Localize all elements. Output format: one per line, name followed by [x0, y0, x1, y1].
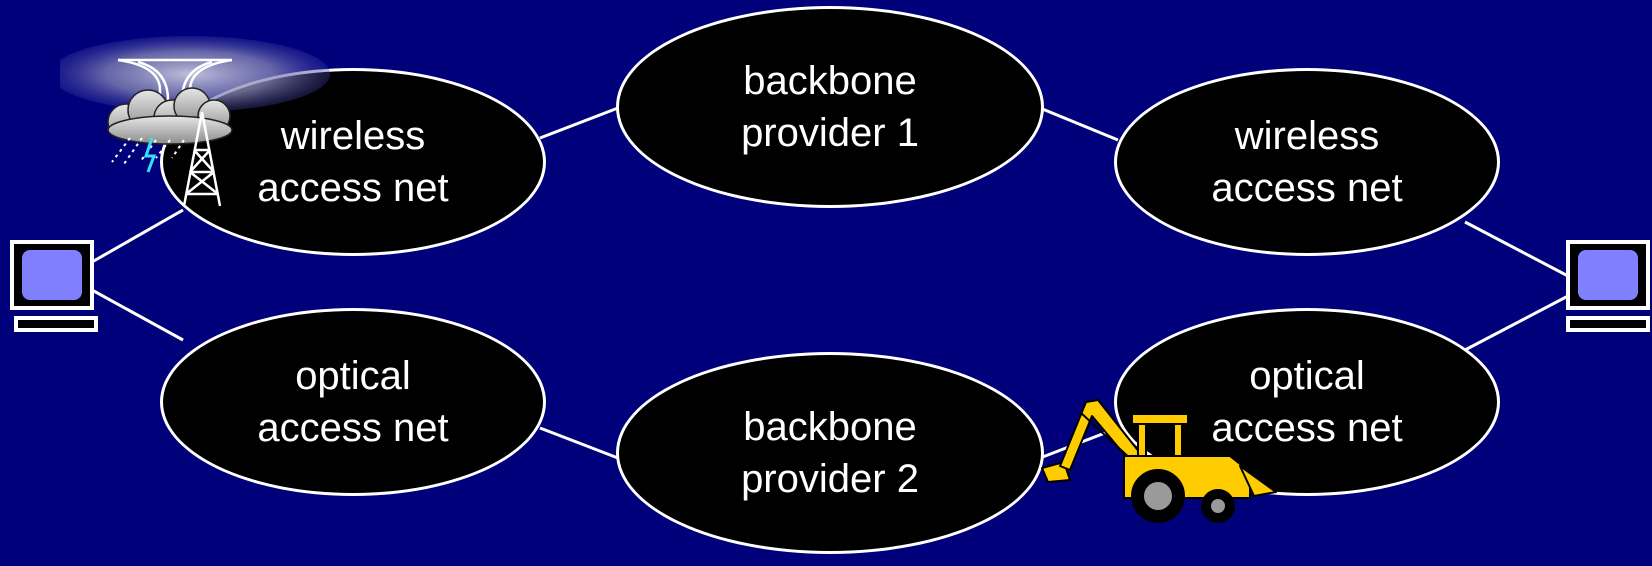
- node-line-2: access net: [1211, 406, 1403, 450]
- node-line-2: access net: [1211, 166, 1403, 210]
- link-left-host-wireless: [91, 208, 184, 264]
- computer-icon: [1566, 240, 1650, 332]
- node-wireless-access-net-left: wireless access net: [160, 68, 546, 256]
- node-line-1: backbone: [743, 405, 917, 449]
- node-line-2: provider 2: [741, 457, 919, 501]
- node-line-1: wireless: [1234, 114, 1380, 158]
- node-line-1: optical: [295, 354, 411, 398]
- link-wireless-right-host: [1464, 220, 1569, 278]
- link-left-host-optical: [91, 288, 184, 342]
- node-line-2: access net: [257, 166, 449, 210]
- link-backbone1-wireless: [1039, 106, 1119, 142]
- storm-cloud-lightning-icon: [60, 36, 330, 173]
- node-wireless-access-net-right: wireless access net: [1114, 68, 1500, 256]
- node-backbone-provider-1: backbone provider 1: [616, 6, 1044, 208]
- node-line-2: access net: [257, 406, 449, 450]
- link-optical-right-host: [1464, 294, 1569, 352]
- node-line-1: wireless: [280, 114, 426, 158]
- backhoe-excavator-icon: [1041, 399, 1277, 523]
- node-line-1: backbone: [743, 59, 917, 103]
- link-optical-backbone2: [539, 426, 619, 460]
- link-wireless-backbone1: [539, 106, 619, 140]
- node-backbone-provider-2: backbone provider 2: [616, 352, 1044, 554]
- node-optical-access-net-left: optical access net: [160, 308, 546, 496]
- node-optical-access-net-right: optical access net: [1114, 308, 1500, 496]
- computer-icon: [10, 240, 98, 332]
- node-line-1: optical: [1249, 354, 1365, 398]
- node-line-2: provider 1: [741, 111, 919, 155]
- radio-tower-icon: [182, 111, 222, 207]
